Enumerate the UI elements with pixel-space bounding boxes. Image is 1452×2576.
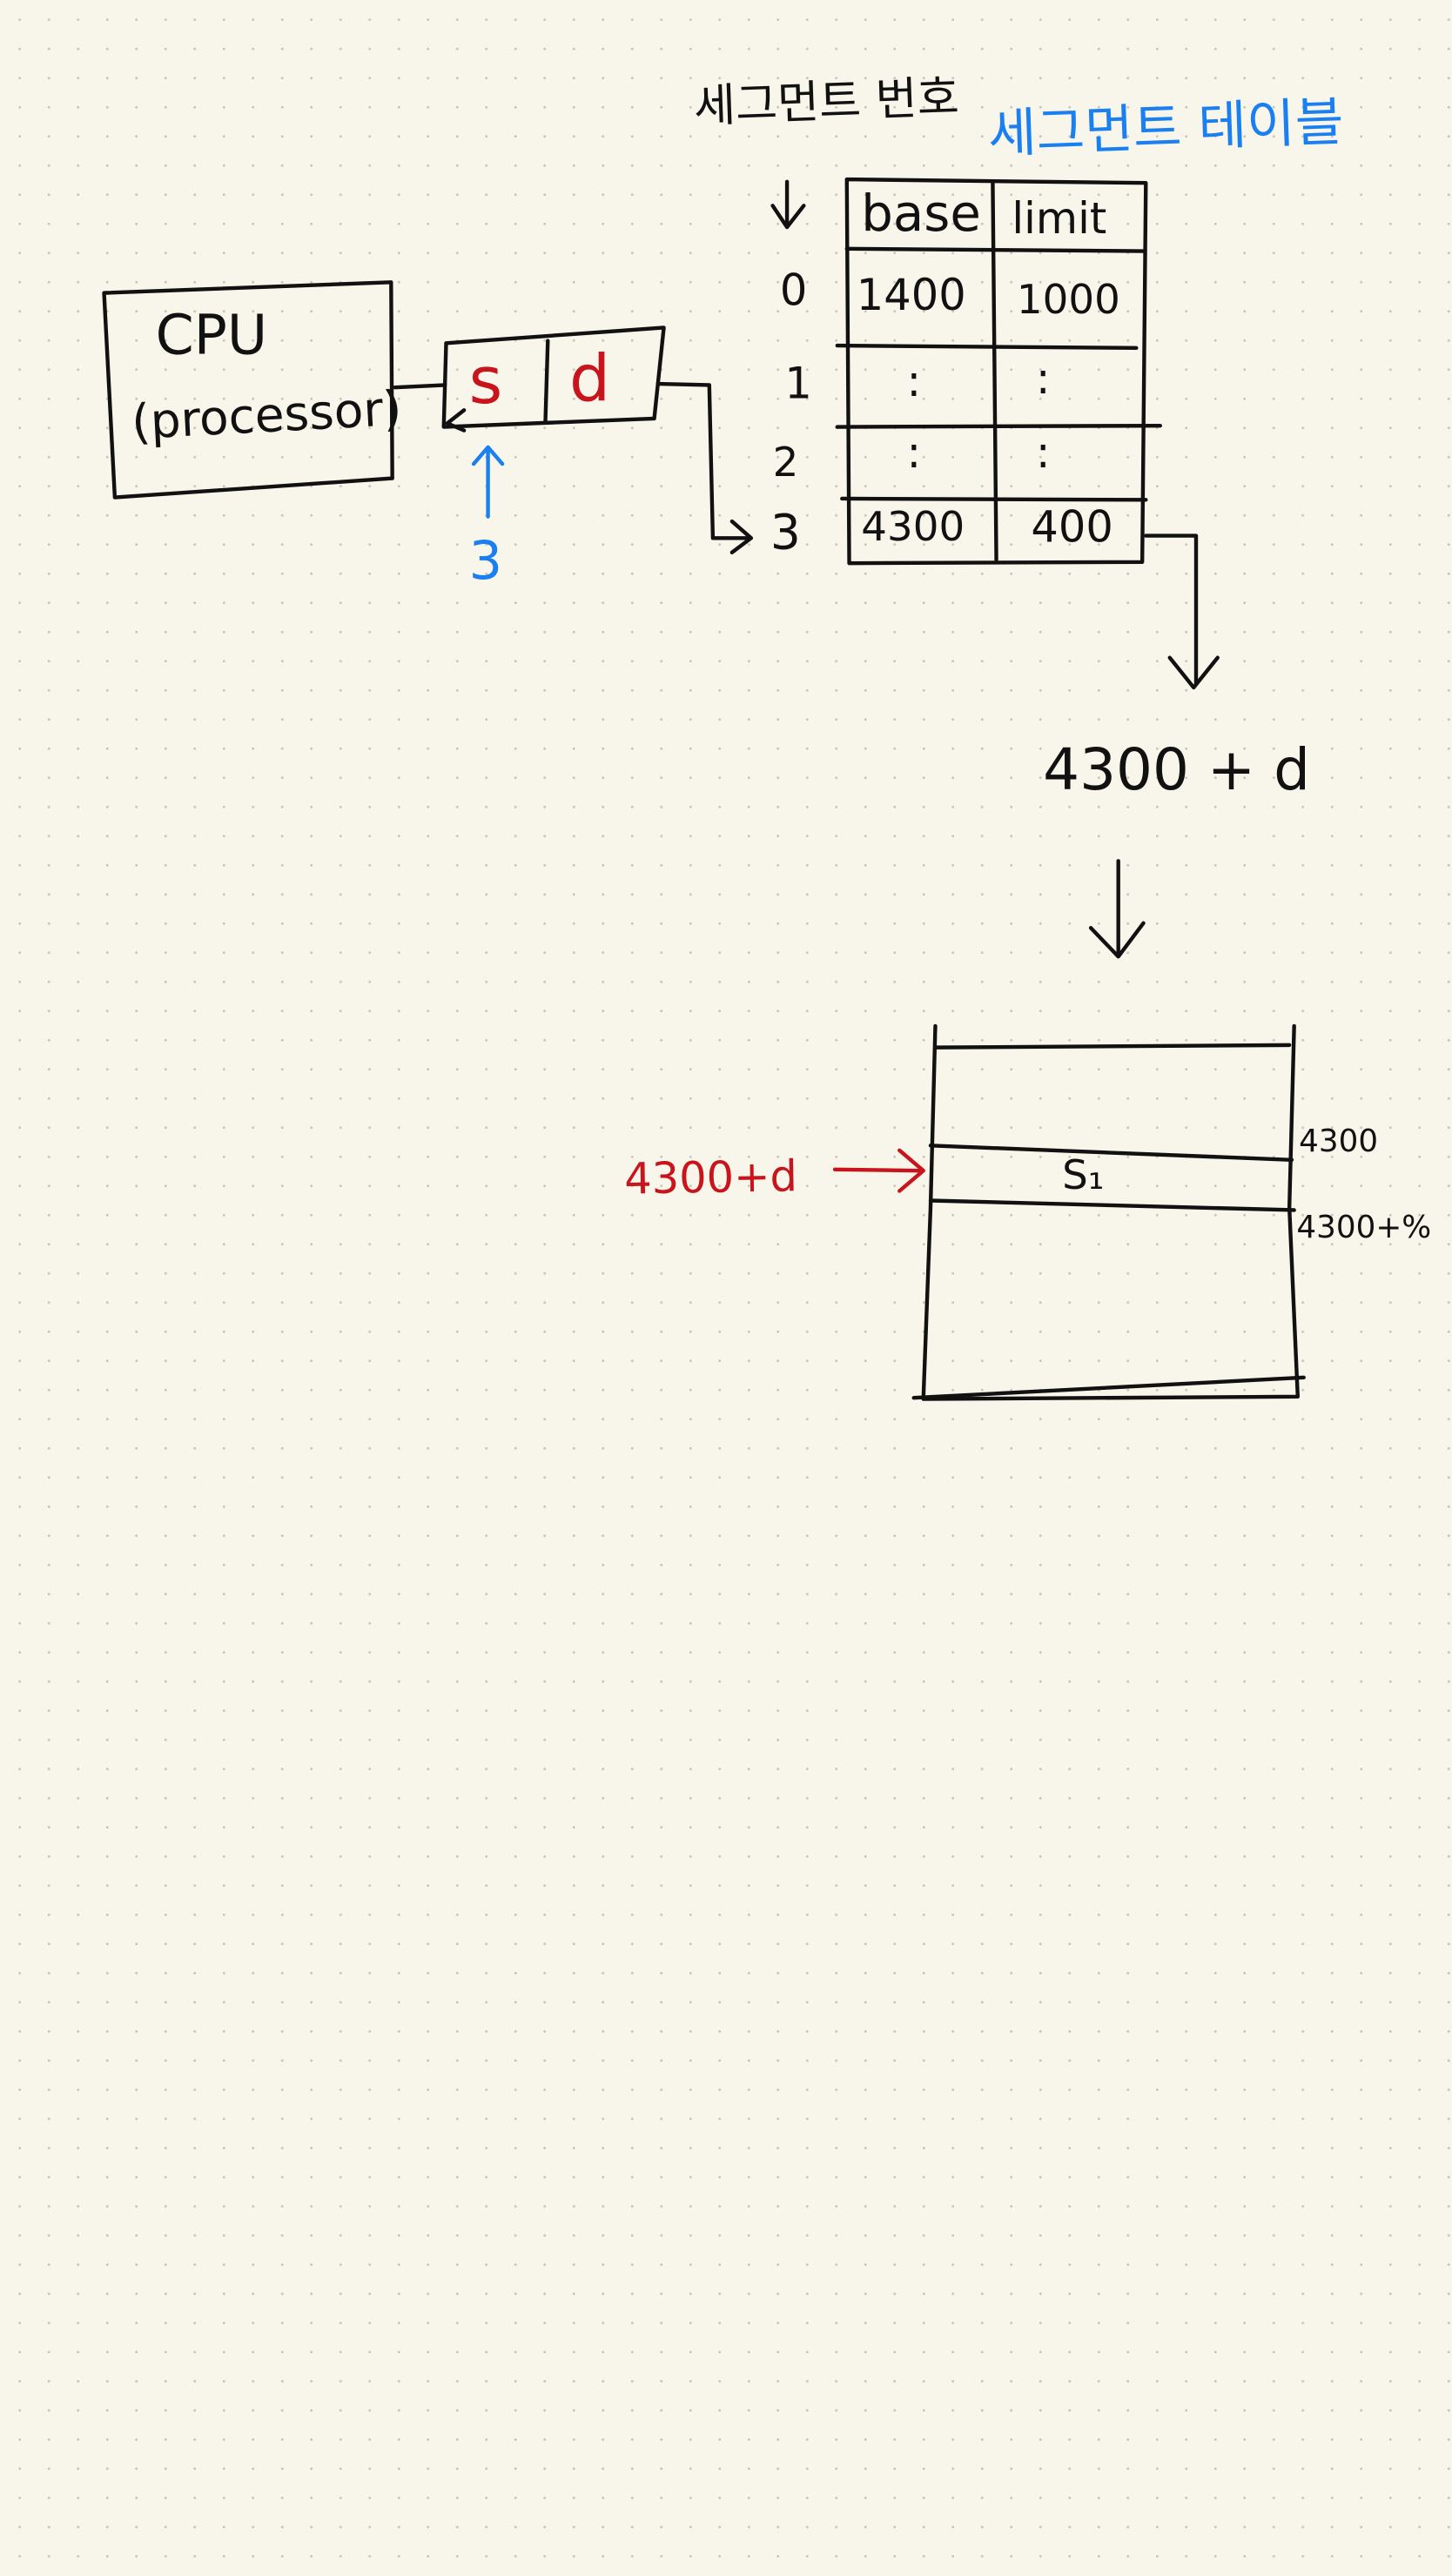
diagram-strokes: [102, 177, 1306, 1401]
memory-pointer-arrowhead: [897, 1148, 925, 1193]
row-0-base: 1400: [856, 271, 966, 321]
row-1-base: :: [906, 357, 922, 407]
row-2-limit: :: [1035, 429, 1051, 479]
memory-start-label: 4300: [1299, 1124, 1379, 1160]
row-index-3: 3: [770, 506, 801, 561]
processor-label: (processor): [130, 381, 403, 451]
cpu-label: CPU: [155, 302, 268, 367]
segment-table-title: 세그먼트 테이블: [986, 91, 1345, 165]
table-to-result-arrowhead: [1167, 655, 1220, 690]
address-divider: [543, 339, 550, 423]
address-box: [441, 325, 666, 429]
memory-block: [921, 1023, 1300, 1401]
row-index-2: 2: [772, 439, 799, 487]
row-index-0: 0: [779, 266, 808, 316]
address-offset-d: d: [569, 340, 611, 417]
memory-segment-bottom: [928, 1198, 1296, 1212]
address-arrowhead: [445, 408, 467, 433]
memory-top-line: [933, 1043, 1292, 1050]
table-header-base: base: [861, 184, 981, 243]
memory-bottom-line: [911, 1375, 1306, 1400]
memory-pointer-label: 4300+d: [623, 1152, 798, 1204]
address-segment-s: s: [468, 343, 503, 419]
address-to-table-connector: [655, 381, 750, 540]
row-3-base: 4300: [861, 503, 965, 552]
memory-segment-top: [928, 1144, 1294, 1162]
memory-end-label: 4300+%: [1296, 1210, 1432, 1246]
segment-number-arrowhead: [770, 204, 806, 230]
row-index-1: 1: [784, 359, 812, 409]
blue-up-arrowhead: [471, 445, 505, 466]
cpu-connector: [393, 383, 447, 390]
result-to-memory-arrowhead: [1088, 921, 1146, 959]
memory-segment-label: S₁: [1062, 1151, 1105, 1200]
segment-value-label: 3: [468, 531, 503, 593]
table-column-divider: [991, 179, 998, 562]
row-2-base: :: [906, 429, 922, 479]
result-address-label: 4300 + d: [1043, 736, 1311, 804]
row-0-limit: 1000: [1016, 276, 1120, 325]
memory-pointer-arrow: [832, 1167, 921, 1173]
row-3-limit: 400: [1031, 503, 1113, 553]
table-row-line-1: [835, 343, 1139, 351]
table-header-limit: limit: [1012, 194, 1107, 245]
row-1-limit: :: [1035, 355, 1051, 405]
table-row3-arrowhead: [729, 519, 754, 554]
segment-number-label: 세그먼트 번호: [692, 70, 960, 133]
table-to-result-connector: [1144, 533, 1199, 687]
cpu-box: [102, 280, 394, 500]
segment-table-outline: [844, 177, 1148, 566]
